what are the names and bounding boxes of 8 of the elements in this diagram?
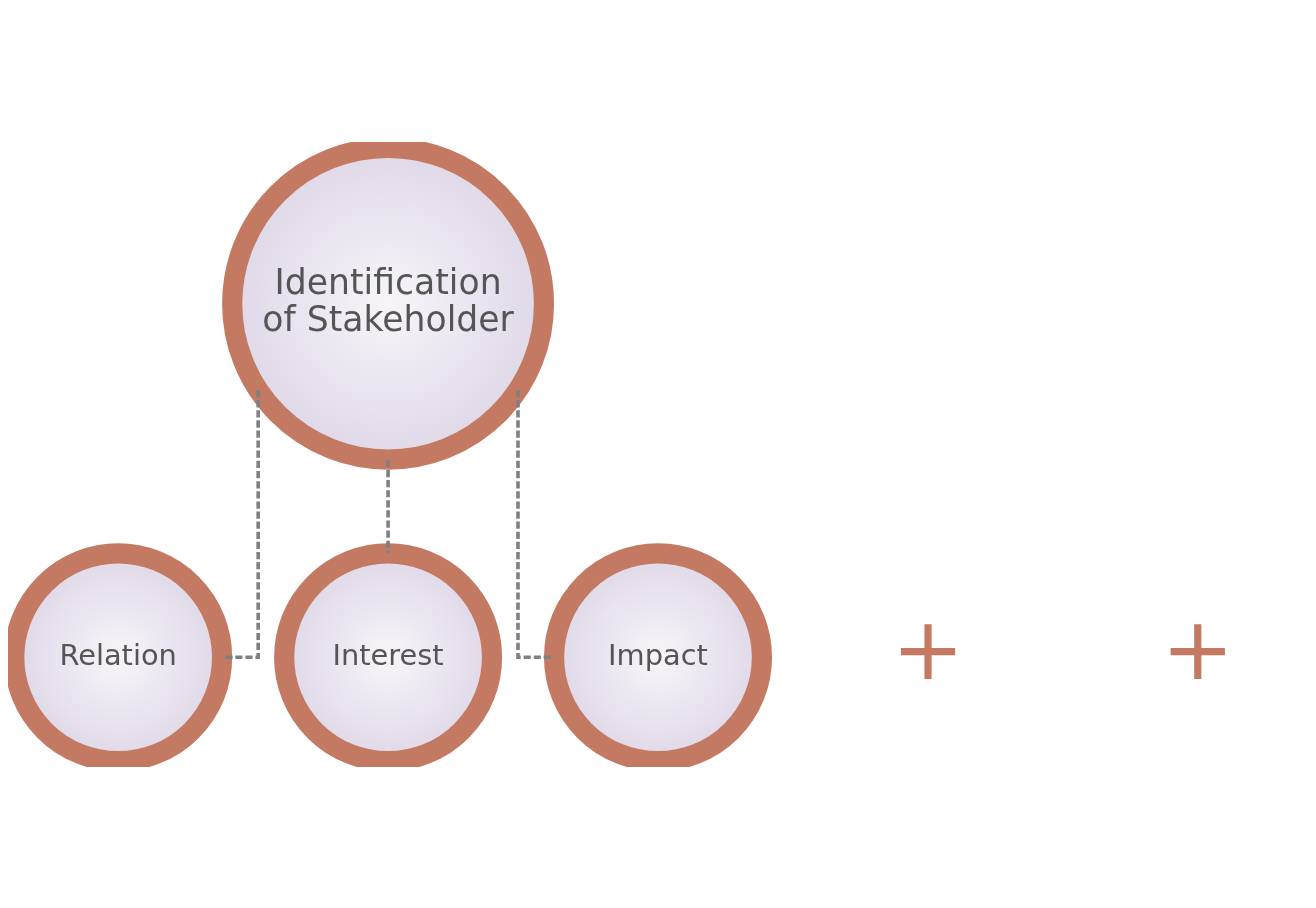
node-circle: Interest bbox=[274, 542, 503, 767]
connector bbox=[386, 459, 390, 553]
label: + bbox=[1161, 598, 1235, 699]
node-circle: Relation bbox=[8, 542, 233, 767]
node-circle: Identification of Stakeholder bbox=[222, 141, 555, 470]
connector bbox=[222, 389, 260, 659]
node-circle: Impact bbox=[543, 542, 773, 767]
label: + bbox=[891, 598, 965, 699]
